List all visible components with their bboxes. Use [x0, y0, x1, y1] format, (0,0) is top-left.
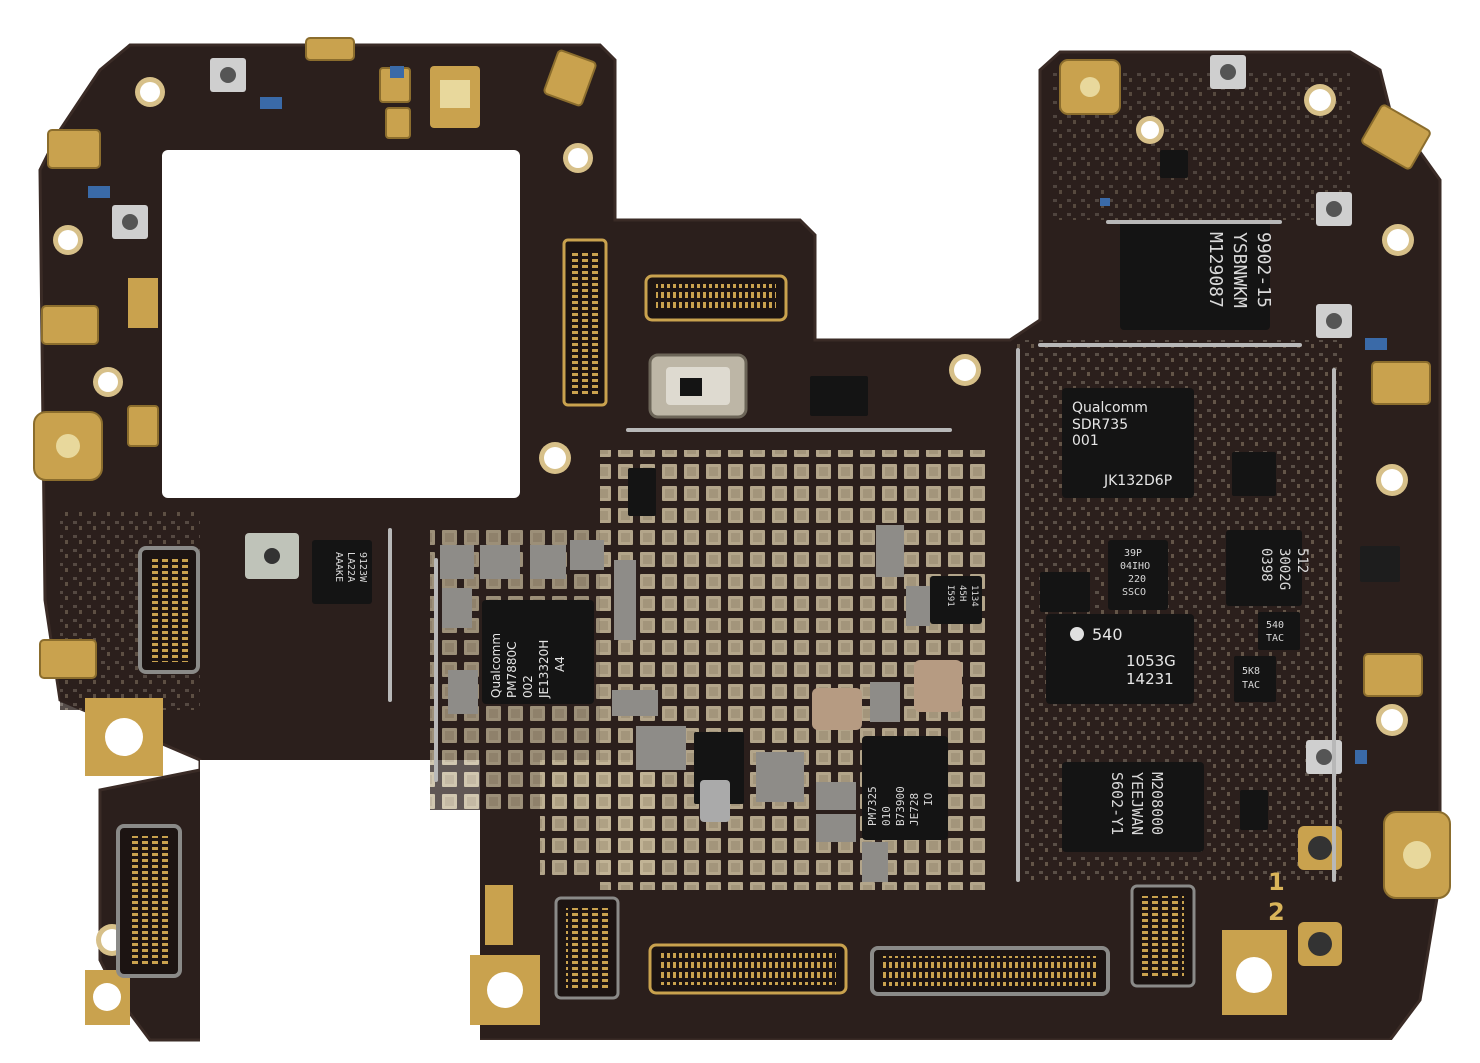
- chip-9123-line2: LA22A: [345, 552, 356, 582]
- chip-512-line3: 0398: [1258, 548, 1274, 582]
- sdr-line4: JK132D6P: [1103, 473, 1172, 489]
- sdr-line1: Qualcomm: [1072, 400, 1148, 416]
- chip-9123-line3: AAAKE: [333, 552, 344, 582]
- mounting-holes: [53, 77, 1414, 956]
- flash-top-line2: YSBNWKM: [1229, 232, 1250, 308]
- chip-small-top-line2: 45H: [957, 585, 967, 601]
- chip-540tac-line2: TAC: [1266, 633, 1284, 644]
- chip-39p-line1: 39P: [1124, 548, 1142, 559]
- pmic-main-line1: Qualcomm: [489, 633, 503, 698]
- chip-39p-line4: SSCO: [1122, 587, 1146, 598]
- pmic-main-line3: 002: [521, 675, 535, 698]
- pmic-main-chip: Qualcomm PM7880C 002 JE13320H A4: [482, 600, 594, 704]
- pmic-secondary-chip: PM7325 010 B73900 JE728 IO: [862, 736, 948, 840]
- chip-540-line2: 1053G: [1126, 652, 1176, 670]
- flash-bottom-line3: M208000: [1148, 772, 1166, 835]
- pmic-secondary-line3: B73900: [894, 786, 907, 826]
- chip-540tac-line1: 540: [1266, 620, 1284, 631]
- chip-39p-line2: 04IHO: [1120, 561, 1150, 572]
- shield-parts: [245, 66, 748, 822]
- sdr735-chip: Qualcomm SDR735 001 JK132D6P: [1062, 388, 1194, 498]
- silkscreen-label-2: 2: [1268, 898, 1285, 926]
- flash-chip-bottom: S602-Y1 YEEJWAN M208000: [1062, 762, 1204, 852]
- chip-540tac: 540 TAC: [1258, 612, 1300, 650]
- chip-9123: 9123W LA22A AAAKE: [312, 540, 372, 604]
- passive-field-lowleft: [540, 760, 660, 880]
- gold-mount-pads: [85, 278, 1287, 1025]
- chip-5k8-line2: TAC: [1242, 680, 1260, 691]
- sdr-line3: 001: [1072, 433, 1099, 449]
- chip-small-top: 1134 45H I591: [930, 576, 982, 624]
- sdr-line2: SDR735: [1072, 417, 1128, 433]
- chip-540: 540 1053G 14231: [1046, 614, 1194, 704]
- chip-540-line3: 14231: [1126, 670, 1174, 688]
- b2b-connectors: [116, 238, 1196, 1000]
- chip-512-line1: 512: [1294, 548, 1310, 573]
- chip-512: 512 3002G 0398: [1226, 530, 1310, 606]
- grey-inductors: [440, 525, 930, 882]
- pmic-secondary-line2: 010: [880, 806, 893, 826]
- flash-bottom-line2: YEEJWAN: [1128, 772, 1146, 835]
- chip-39p: 39P 04IHO 220 SSCO: [1108, 540, 1168, 610]
- shield-strips: [388, 220, 1336, 882]
- chip-small-top-line3: I591: [945, 585, 955, 607]
- chip-9123-line1: 9123W: [357, 552, 368, 583]
- spring-contact-centers: [56, 77, 1431, 869]
- chip-5k8-line1: 5K8: [1242, 666, 1260, 677]
- chip-512-line2: 3002G: [1276, 548, 1292, 590]
- chip-5k8: 5K8 TAC: [1234, 656, 1276, 702]
- pmic-secondary-line5: IO: [922, 793, 935, 806]
- copper-inductors: [812, 660, 962, 730]
- pmic-main-line5: A4: [553, 656, 567, 672]
- chip-small-top-line1: 1134: [969, 585, 979, 607]
- blue-capacitors: [88, 66, 1387, 764]
- flash-top-line3: M129087: [1205, 232, 1226, 308]
- pmic-main-line2: PM7880C: [505, 641, 519, 698]
- pmic-secondary-line4: JE728: [908, 793, 921, 826]
- chip-39p-line3: 220: [1128, 574, 1146, 585]
- chip-540-line1: 540: [1092, 625, 1123, 644]
- flash-top-line1: 9902-15: [1253, 232, 1274, 308]
- misc-ics: [628, 150, 1400, 830]
- board-cutout-camera: [162, 150, 520, 498]
- board-cutout-bottom-mid: [200, 1040, 1480, 1063]
- flash-bottom-line1: S602-Y1: [1108, 772, 1126, 835]
- silkscreen-label-1: 1: [1268, 868, 1285, 896]
- pmic-main-line4: JE13320H: [537, 640, 551, 699]
- flash-chip-top: 9902-15 YSBNWKM M129087: [1120, 220, 1274, 330]
- pmic-secondary-line1: PM7325: [866, 786, 879, 826]
- spring-contacts: [33, 37, 1451, 899]
